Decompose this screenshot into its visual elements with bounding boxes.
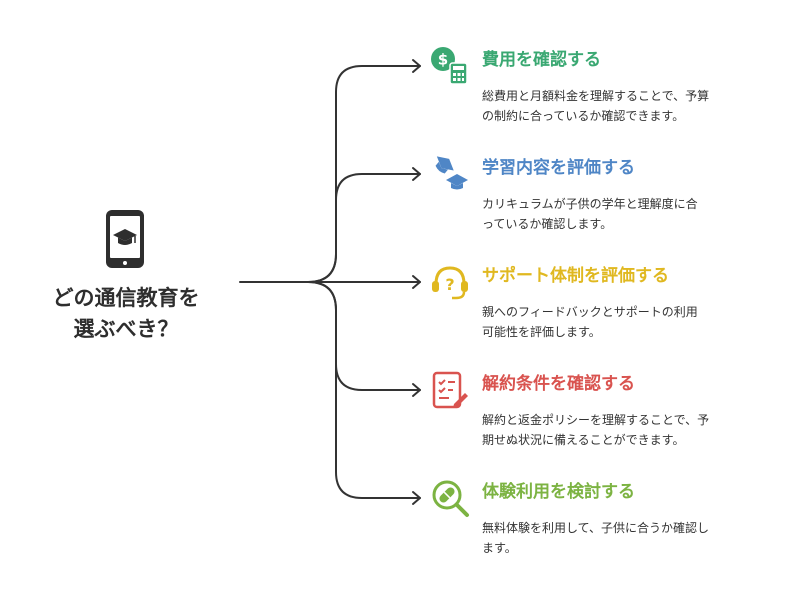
branch-description-line: 総費用と月額料金を理解することで、予算	[482, 89, 710, 103]
branch-description: 無料体験を利用して、子供に合うか確認し ます。	[482, 518, 772, 558]
root-question-line: 選ぶべき？	[73, 317, 179, 341]
branch-description: カリキュラムが子供の学年と理解度に合 っているか確認します。	[482, 194, 772, 234]
branch-description-line: ます。	[482, 541, 517, 555]
connector-content	[307, 173, 421, 283]
arrowhead-cancel	[412, 383, 421, 397]
graduation-cap-icon	[430, 154, 470, 194]
connector-trial	[307, 281, 421, 499]
branch-title: 費用を確認する	[482, 50, 601, 70]
branch-title: 体験利用を検討する	[482, 482, 635, 502]
root-question: どの通信教育を 選ぶべき？	[20, 283, 232, 345]
branch-title: 学習内容を評価する	[482, 158, 635, 178]
branch-description-line: 期せぬ状況に備えることができます。	[482, 433, 685, 447]
branch-title: 解約条件を確認する	[482, 374, 635, 394]
root-question-line: どの通信教育を	[52, 286, 200, 310]
smartphone-graduation-cap-icon	[104, 208, 146, 270]
branch-description-line: 親へのフィードバックとサポートの利用	[482, 305, 698, 319]
branch-title: サポート体制を評価する	[482, 266, 669, 286]
arrowhead-support	[412, 275, 421, 289]
svg-text:?: ?	[445, 275, 454, 294]
svg-text:$: $	[438, 51, 448, 69]
branch-description: 親へのフィードバックとサポートの利用 可能性を評価します。	[482, 302, 772, 342]
arrowhead-trial	[412, 491, 421, 505]
branch-description-line: の制約に合っているか確認できます。	[482, 109, 685, 123]
branch-description-line: っているか確認します。	[482, 217, 613, 231]
arrowhead-cost	[412, 59, 421, 73]
branch-description-line: カリキュラムが子供の学年と理解度に合	[482, 197, 698, 211]
dollar-calculator-icon: $	[430, 46, 470, 86]
arrowhead-content	[412, 167, 421, 181]
branch-description-line: 解約と返金ポリシーを理解することで、予	[482, 413, 710, 427]
branch-description-line: 可能性を評価します。	[482, 325, 601, 339]
branch-description-line: 無料体験を利用して、子供に合うか確認し	[482, 521, 710, 535]
connector-cancel	[307, 281, 421, 391]
branch-description: 総費用と月額料金を理解することで、予算 の制約に合っているか確認できます。	[482, 86, 772, 126]
checklist-pen-icon	[430, 370, 470, 410]
support-headset-icon: ?	[430, 262, 470, 302]
branch-description: 解約と返金ポリシーを理解することで、予 期せぬ状況に備えることができます。	[482, 410, 772, 450]
search-pill-icon	[430, 478, 470, 518]
